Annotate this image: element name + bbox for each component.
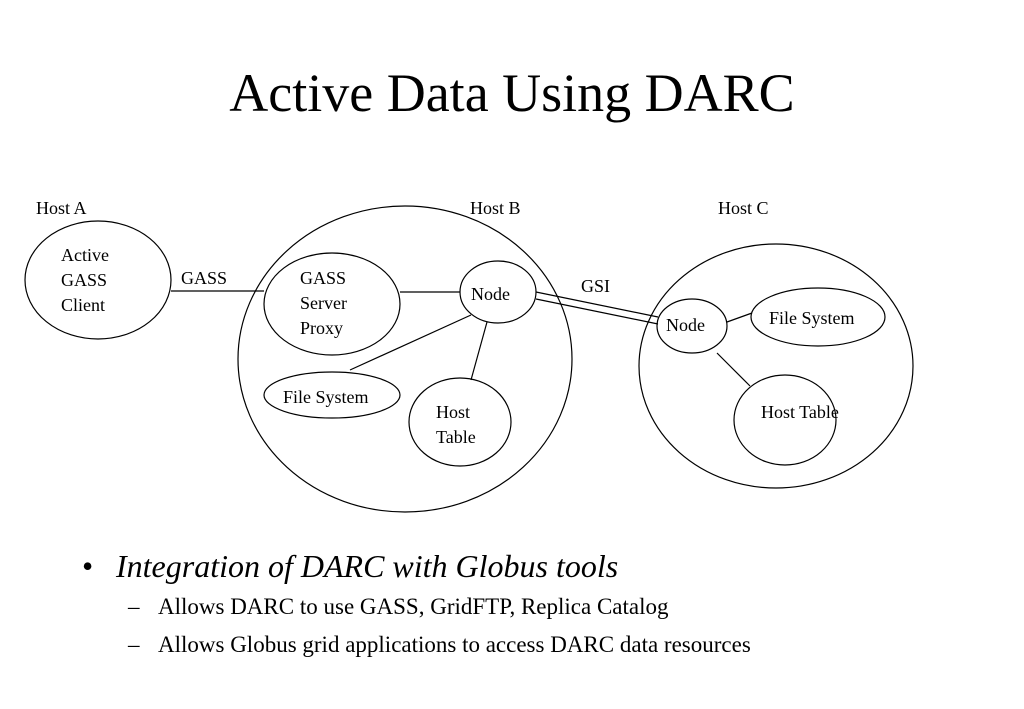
active-gass-client-label-line3: Client (61, 295, 105, 315)
node-file-system-connection (349, 314, 472, 371)
host-b-label: Host B (470, 198, 521, 218)
gsi-connection-upper (535, 291, 659, 318)
host-c-host-table-label: Host Table (761, 402, 839, 422)
host-b-host-table-label-line2: Table (436, 427, 476, 447)
host-c-file-system-node (750, 287, 886, 347)
host-c-node-file-system-connection (726, 312, 753, 323)
host-c-host-table-node (733, 374, 837, 466)
bullet-sub-text-1: Allows DARC to use GASS, GridFTP, Replic… (158, 594, 669, 619)
bullet-sub-item-1: –Allows DARC to use GASS, GridFTP, Repli… (128, 592, 668, 622)
host-b-host-table-label-line1: Host (436, 402, 470, 422)
bullet-sub-item-2: –Allows Globus grid applications to acce… (128, 630, 751, 660)
host-c-boundary (638, 243, 914, 489)
node-host-table-connection (470, 321, 488, 381)
host-b-host-table-node (408, 377, 512, 467)
gsi-connection-lower (535, 298, 659, 325)
host-b-file-system-node (263, 371, 401, 419)
slide-title: Active Data Using DARC (229, 63, 795, 123)
host-c-node-host-table-connection (716, 352, 751, 387)
active-gass-client-label-line2: GASS (61, 270, 107, 290)
sub-bullet-marker: – (128, 594, 140, 619)
host-c-file-system-label: File System (769, 308, 855, 328)
host-b-node-label: Node (471, 284, 510, 304)
gass-server-proxy-label-line2: Server (300, 293, 347, 313)
gsi-connection-label: GSI (581, 276, 610, 296)
gass-server-proxy-label-line1: GASS (300, 268, 346, 288)
host-b-file-system-label: File System (283, 387, 369, 407)
host-c-node (656, 298, 728, 354)
bullet-marker: • (82, 548, 94, 584)
active-gass-client-node (24, 220, 172, 340)
gass-connection-label: GASS (181, 268, 227, 288)
active-gass-client-label-line1: Active (61, 245, 109, 265)
gass-server-proxy-label-line3: Proxy (300, 318, 343, 338)
bullet-main-item: • Integration of DARC with Globus tools (82, 544, 618, 588)
host-c-label: Host C (718, 198, 769, 218)
sub-bullet-marker: – (128, 632, 140, 657)
host-b-boundary (237, 205, 573, 513)
bullet-sub-text-2: Allows Globus grid applications to acces… (158, 632, 751, 657)
gass-server-proxy-node (263, 252, 401, 356)
bullet-main-text: Integration of DARC with Globus tools (116, 548, 619, 584)
host-c-node-label: Node (666, 315, 705, 335)
host-a-label: Host A (36, 198, 87, 218)
